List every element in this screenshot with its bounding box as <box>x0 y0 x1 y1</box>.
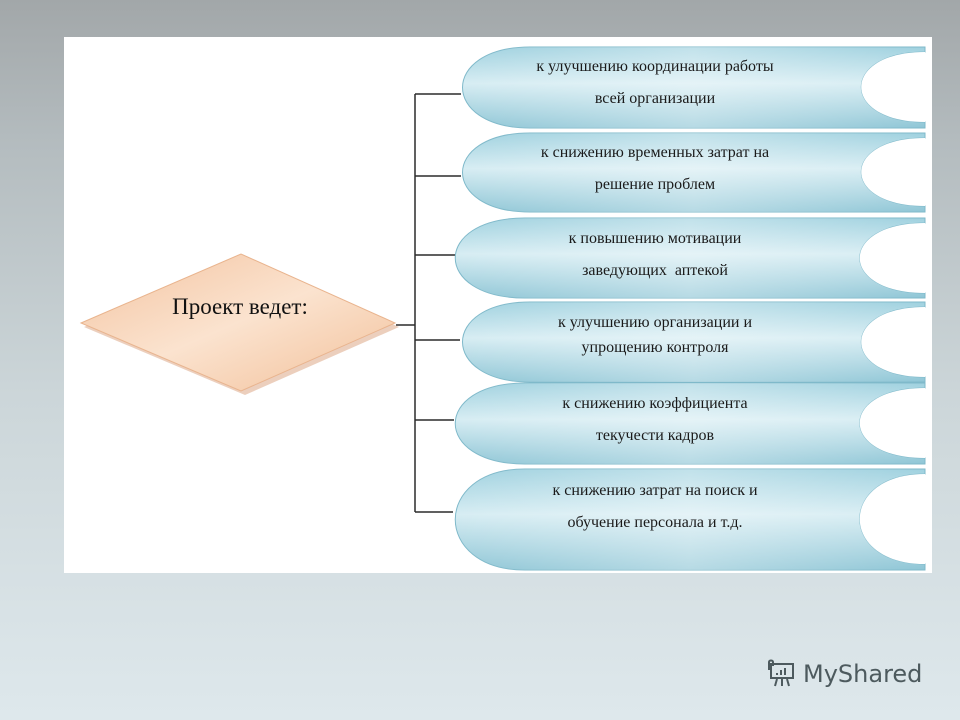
item-1-text: к улучшению координации работы всей орга… <box>470 58 840 108</box>
item-3-line-2: заведующих аптекой <box>582 262 728 279</box>
item-5-text: к снижению коэффициента текучести кадров <box>470 395 840 445</box>
scroll-shape-6 <box>454 468 926 571</box>
scroll-shape-3 <box>454 217 926 299</box>
scroll-shape-5 <box>454 382 926 465</box>
item-2-line-1: к снижению временных затрат на <box>540 144 770 161</box>
item-4-line-2: упрощению контроля <box>581 339 729 356</box>
item-5-line-1: к снижению коэффициента <box>562 395 748 412</box>
item-3-line-1: к повышению мотивации <box>568 230 742 247</box>
presentation-board-icon <box>768 659 794 687</box>
item-6-line-2: обучение персонала и т.д. <box>567 514 743 531</box>
item-1-line-2: всей организации <box>594 90 716 107</box>
scroll-shape-1 <box>462 46 926 129</box>
item-2-text: к снижению временных затрат на решение п… <box>470 144 840 194</box>
item-3-text: к повышению мотивации заведующих аптекой <box>470 230 840 280</box>
item-4-text: к улучшению организации и упрощению конт… <box>470 314 840 357</box>
item-5-line-2: текучести кадров <box>595 427 715 444</box>
brand-name: MyShared <box>803 660 923 688</box>
center-diamond <box>79 253 399 395</box>
center-label: Проект ведет: <box>172 294 308 319</box>
item-4-line-1: к улучшению организации и <box>557 314 753 331</box>
item-6-text: к снижению затрат на поиск и обучение пе… <box>470 482 840 532</box>
myshared-watermark[interactable]: MyShared <box>765 656 922 692</box>
item-1-line-1: к улучшению координации работы <box>536 58 774 75</box>
item-6-line-1: к снижению затрат на поиск и <box>552 482 758 499</box>
scroll-shape-2 <box>462 132 926 213</box>
connector-lines <box>396 93 461 513</box>
item-2-line-2: решение проблем <box>594 176 716 193</box>
scroll-shape-4 <box>462 301 926 383</box>
